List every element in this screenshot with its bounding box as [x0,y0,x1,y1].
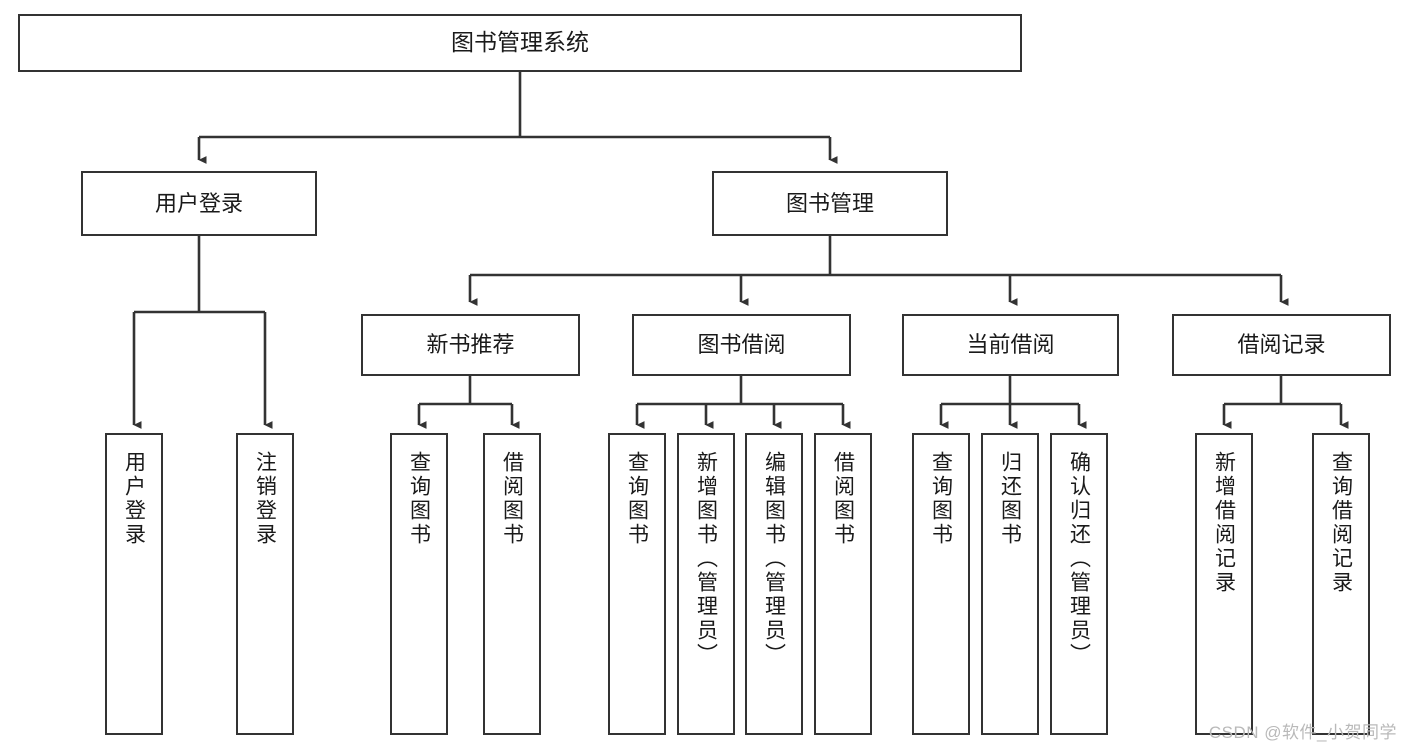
node-user-login[interactable]: 用户登录 [81,171,317,236]
leaf-borrow-record-query[interactable]: 查询借阅记录 [1312,433,1370,735]
leaf-current-borrow-confirm-label: 确认归还（管理员） [1067,451,1091,667]
node-new-book-recommend-label: 新书推荐 [426,332,515,358]
node-book-management-label: 图书管理 [785,190,874,216]
leaf-new-book-query[interactable]: 查询图书 [390,433,448,735]
node-book-borrow[interactable]: 图书借阅 [632,314,851,376]
node-borrow-record[interactable]: 借阅记录 [1172,314,1391,376]
leaf-current-borrow-query[interactable]: 查询图书 [912,433,970,735]
leaf-new-book-borrow-label: 借阅图书 [500,451,524,547]
node-book-management[interactable]: 图书管理 [712,171,948,236]
leaf-borrow-record-add-label: 新增借阅记录 [1212,451,1236,595]
leaf-user-login-signin-label: 用户登录 [122,451,146,547]
leaf-book-borrow-lend[interactable]: 借阅图书 [814,433,872,735]
leaf-current-borrow-return-label: 归还图书 [998,451,1022,547]
leaf-user-login-signout-label: 注销登录 [253,451,277,547]
node-current-borrow-label: 当前借阅 [966,332,1055,358]
node-user-login-label: 用户登录 [154,190,243,216]
leaf-user-login-signin[interactable]: 用户登录 [105,433,163,735]
leaf-book-borrow-query[interactable]: 查询图书 [608,433,666,735]
leaf-new-book-query-label: 查询图书 [407,451,431,547]
node-root-label: 图书管理系统 [451,29,589,56]
leaf-book-borrow-add-label: 新增图书（管理员） [694,451,718,667]
watermark-text: CSDN @软件_小贺同学 [1208,723,1397,742]
leaf-user-login-signout[interactable]: 注销登录 [236,433,294,735]
leaf-new-book-borrow[interactable]: 借阅图书 [483,433,541,735]
node-current-borrow[interactable]: 当前借阅 [902,314,1119,376]
leaf-book-borrow-edit-label: 编辑图书（管理员） [762,451,786,667]
leaf-current-borrow-query-label: 查询图书 [929,451,953,547]
node-borrow-record-label: 借阅记录 [1237,332,1326,358]
leaf-book-borrow-edit[interactable]: 编辑图书（管理员） [745,433,803,735]
leaf-book-borrow-lend-label: 借阅图书 [831,451,855,547]
leaf-book-borrow-query-label: 查询图书 [625,451,649,547]
leaf-borrow-record-add[interactable]: 新增借阅记录 [1195,433,1253,735]
node-book-borrow-label: 图书借阅 [697,332,786,358]
leaf-borrow-record-query-label: 查询借阅记录 [1329,451,1353,595]
leaf-current-borrow-confirm[interactable]: 确认归还（管理员） [1050,433,1108,735]
leaf-current-borrow-return[interactable]: 归还图书 [981,433,1039,735]
node-root[interactable]: 图书管理系统 [18,14,1022,72]
leaf-book-borrow-add[interactable]: 新增图书（管理员） [677,433,735,735]
node-new-book-recommend[interactable]: 新书推荐 [361,314,580,376]
